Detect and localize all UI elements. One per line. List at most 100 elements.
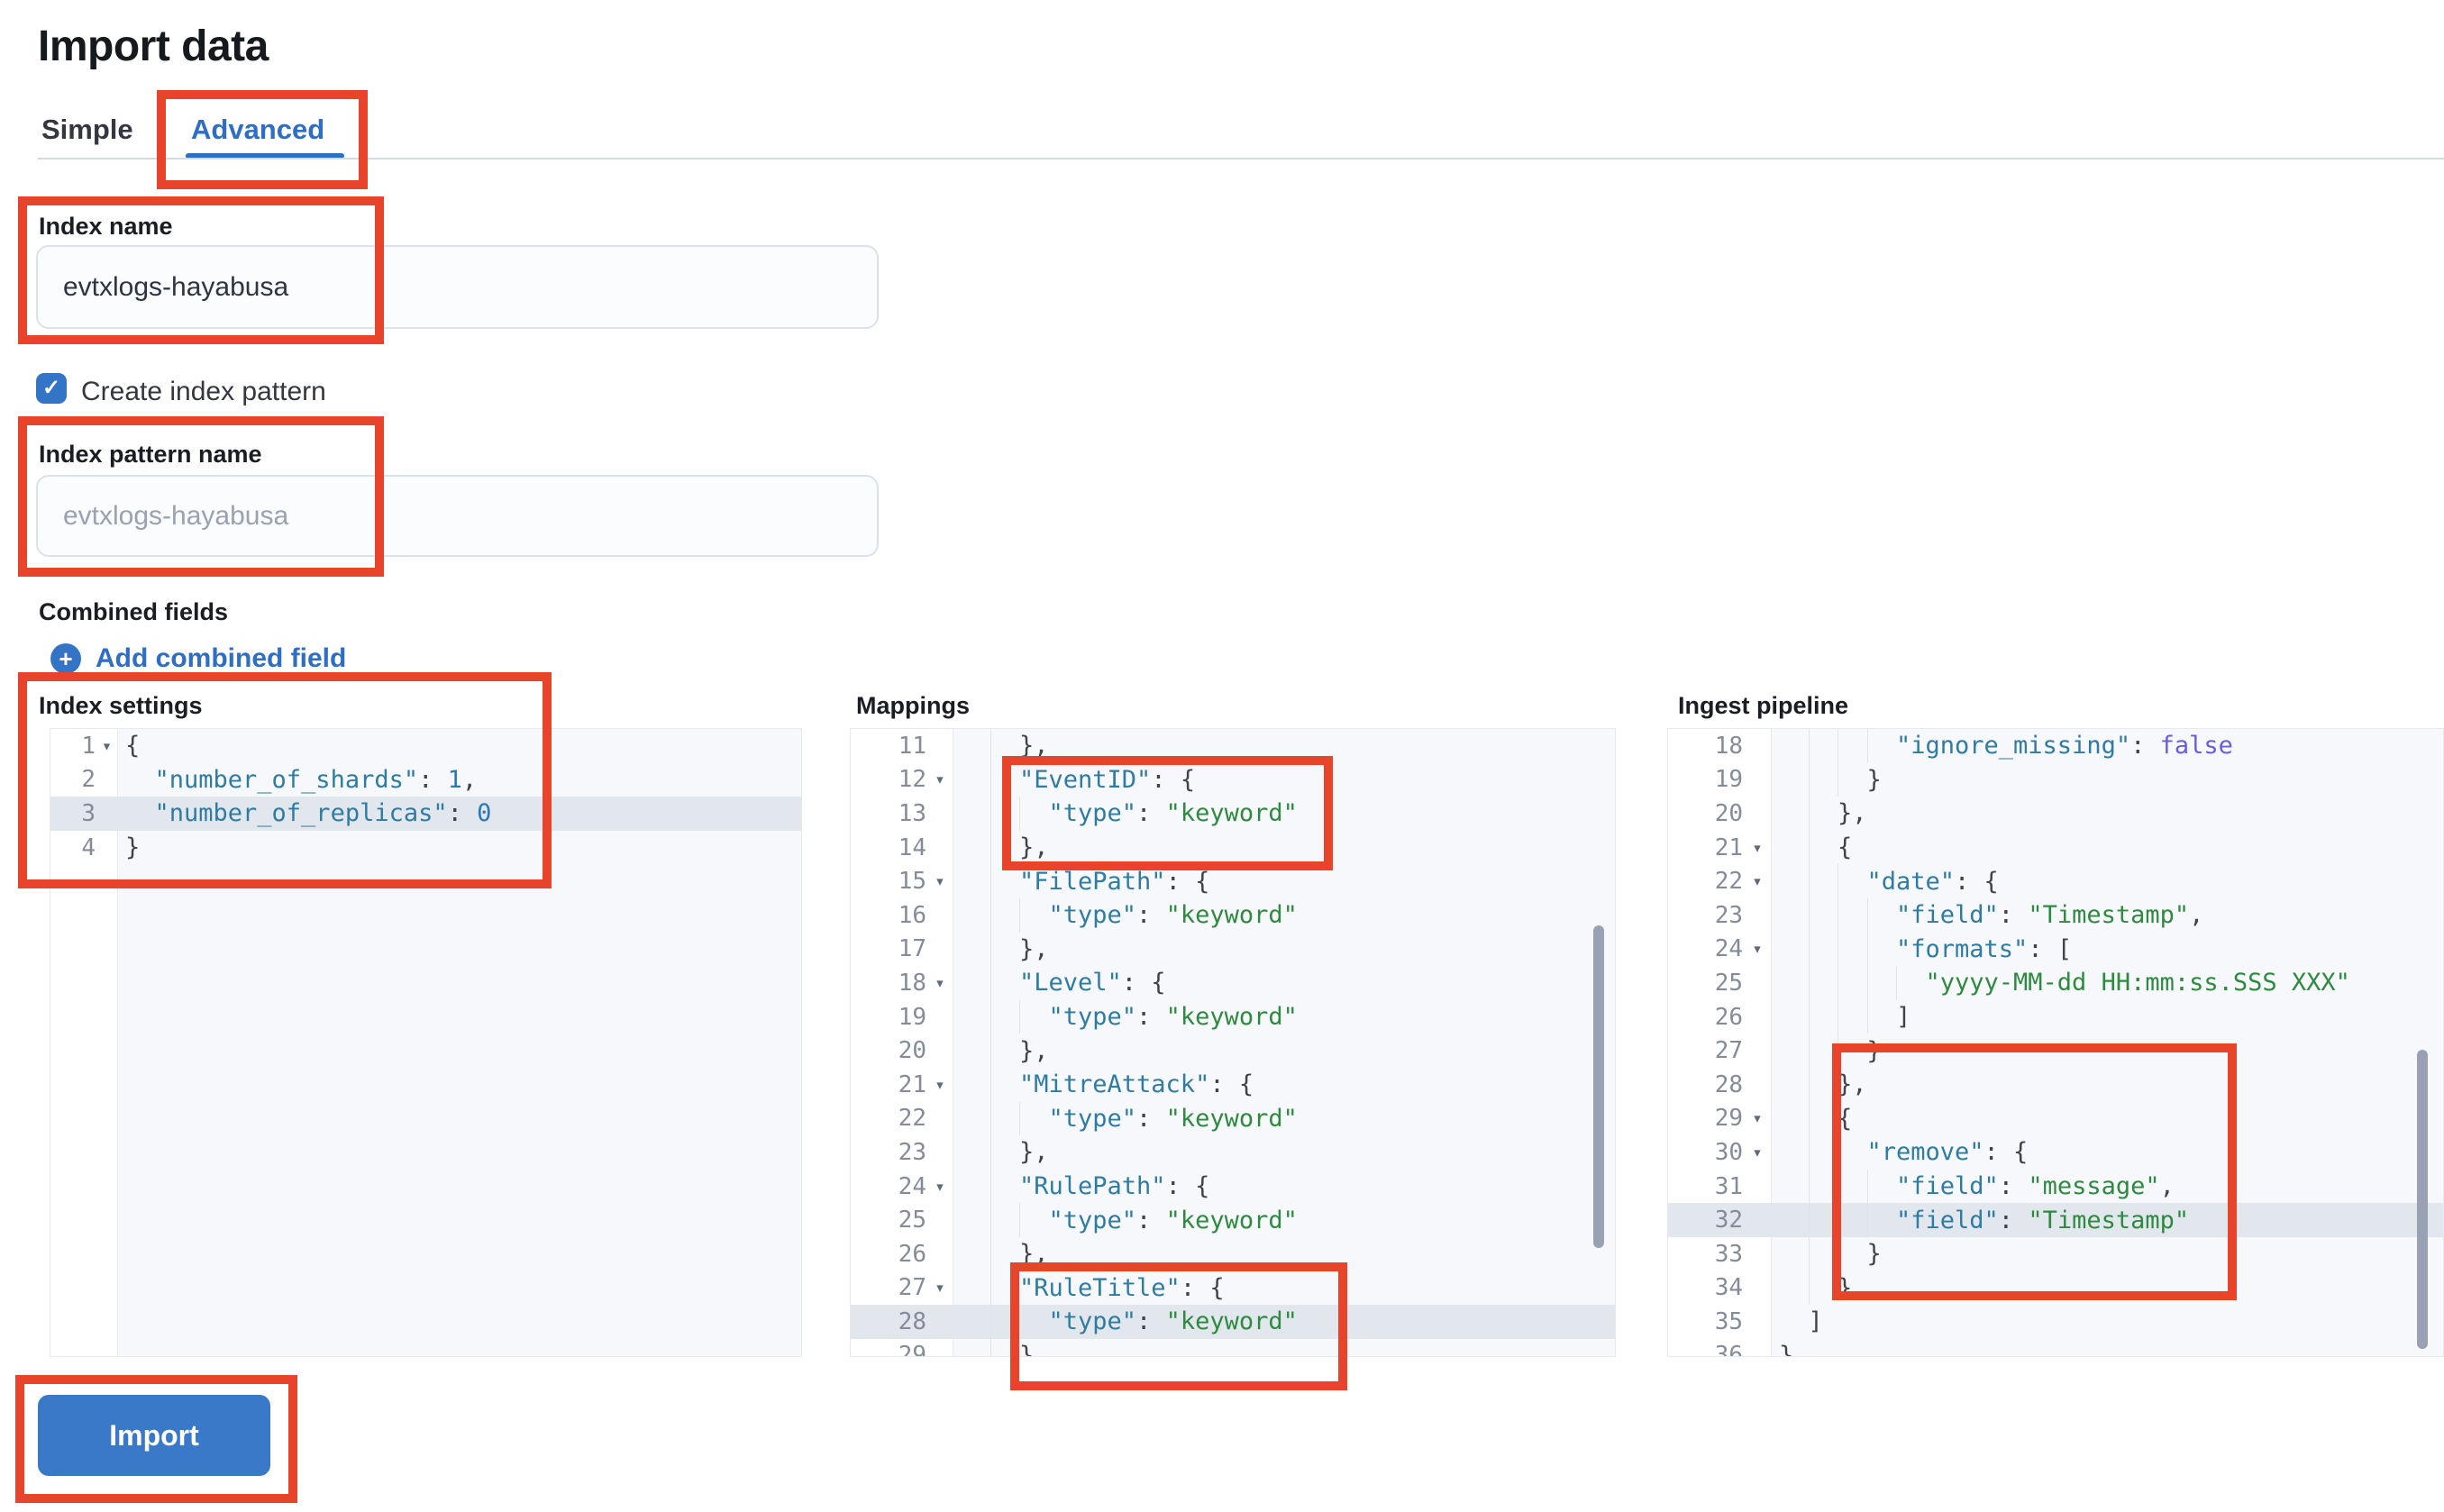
fold-caret-icon[interactable]: ▾ — [1752, 837, 1763, 858]
active-tab-underline — [186, 153, 344, 159]
code-line: 28}, — [1668, 1067, 2443, 1102]
fold-caret-icon[interactable]: ▾ — [935, 1176, 945, 1197]
line-number: 4 — [81, 833, 96, 861]
code-line: 34} — [1668, 1271, 2443, 1306]
code-line: 26}, — [851, 1236, 1615, 1271]
mappings-editor[interactable]: 11},12▾"EventID": {13"type": "keyword"14… — [850, 728, 1616, 1357]
code-line: 24▾"formats": [ — [1668, 932, 2443, 967]
line-number: 17 — [898, 935, 926, 963]
index-settings-label: Index settings — [39, 692, 203, 719]
line-number: 28 — [1714, 1070, 1743, 1098]
line-number: 31 — [1714, 1172, 1743, 1200]
line-number: 14 — [898, 833, 926, 861]
line-number: 18 — [1714, 732, 1743, 760]
line-number: 29 — [1714, 1105, 1743, 1133]
line-number: 22 — [898, 1105, 926, 1133]
fold-caret-icon[interactable]: ▾ — [101, 735, 113, 756]
line-number: 21 — [1714, 833, 1743, 861]
fold-caret-icon[interactable]: ▾ — [935, 1278, 945, 1298]
code-line: 1▾{ — [81, 732, 141, 761]
line-number: 24 — [1714, 935, 1743, 963]
fold-caret-icon[interactable]: ▾ — [1752, 1142, 1763, 1162]
code-line: 22"type": "keyword" — [851, 1101, 1615, 1136]
index-pattern-name-input[interactable] — [36, 475, 879, 557]
import-button[interactable]: Import — [38, 1395, 270, 1476]
code-line: 30▾"remove": { — [1668, 1135, 2443, 1170]
line-number: 24 — [898, 1172, 926, 1200]
line-number: 15 — [898, 868, 926, 896]
line-number: 27 — [1714, 1037, 1743, 1065]
code-line: 29▾{ — [1668, 1101, 2443, 1136]
index-name-input[interactable] — [36, 245, 879, 329]
line-number: 33 — [1714, 1240, 1743, 1268]
tab-simple[interactable]: Simple — [41, 114, 133, 145]
line-number-gutter — [851, 729, 953, 1356]
line-number: 19 — [1714, 766, 1743, 794]
index-settings-editor[interactable]: 1▾{2"number_of_shards": 1,3"number_of_re… — [50, 728, 802, 1357]
line-number: 32 — [1714, 1207, 1743, 1234]
fold-caret-icon[interactable]: ▾ — [1752, 939, 1763, 960]
code-line: 11}, — [851, 729, 1615, 763]
line-number: 30 — [1714, 1138, 1743, 1166]
code-line: 20}, — [851, 1034, 1615, 1068]
code-line: 23}, — [851, 1135, 1615, 1170]
add-combined-field-link[interactable]: + Add combined field — [50, 643, 346, 674]
line-number: 21 — [898, 1070, 926, 1098]
code-line: 31"field": "message", — [1668, 1169, 2443, 1204]
code-line: 29}, — [851, 1338, 1615, 1357]
line-number: 20 — [898, 1037, 926, 1065]
mappings-scrollbar[interactable] — [1593, 925, 1604, 1248]
code-line: 12▾"EventID": { — [851, 762, 1615, 797]
line-number: 11 — [898, 732, 926, 760]
line-number: 25 — [1714, 969, 1743, 997]
code-line: 27} — [1668, 1034, 2443, 1068]
code-line: 17}, — [851, 932, 1615, 967]
create-index-pattern-label: Create index pattern — [81, 377, 326, 406]
code-line: 21▾"MitreAttack": { — [851, 1067, 1615, 1102]
code-line: 23"field": "Timestamp", — [1668, 897, 2443, 933]
fold-caret-icon[interactable]: ▾ — [1752, 871, 1763, 892]
line-number: 13 — [898, 799, 926, 827]
code-line: 32"field": "Timestamp" — [1668, 1203, 2443, 1237]
line-number: 35 — [1714, 1307, 1743, 1335]
ingest-pipeline-scrollbar[interactable] — [2417, 1050, 2428, 1349]
code-line: 25"yyyy-MM-dd HH:mm:ss.SSS XXX" — [1668, 966, 2443, 1000]
code-line: 18▾"Level": { — [851, 966, 1615, 1000]
tab-advanced[interactable]: Advanced — [191, 114, 325, 145]
code-line: 4} — [81, 833, 141, 862]
fold-caret-icon[interactable]: ▾ — [935, 770, 945, 790]
line-number-gutter — [1668, 729, 1772, 1356]
fold-caret-icon[interactable]: ▾ — [935, 871, 945, 892]
code-line: 26] — [1668, 999, 2443, 1034]
create-index-pattern-checkbox[interactable]: ✓ — [36, 373, 67, 404]
code-line: 36} — [1668, 1339, 2443, 1356]
code-line: 21▾{ — [1668, 830, 2443, 865]
code-line: 19} — [1668, 762, 2443, 797]
code-line: 22▾"date": { — [1668, 864, 2443, 898]
code-line: 24▾"RulePath": { — [851, 1169, 1615, 1204]
line-number: 34 — [1714, 1274, 1743, 1302]
line-number: 28 — [898, 1307, 926, 1335]
line-number: 1 — [81, 732, 96, 760]
line-number: 3 — [81, 799, 96, 827]
code-line: 35] — [1714, 1307, 1823, 1336]
line-number: 29 — [898, 1342, 926, 1357]
fold-caret-icon[interactable]: ▾ — [935, 972, 945, 993]
mappings-label: Mappings — [856, 692, 970, 719]
line-number: 22 — [1714, 868, 1743, 896]
code-line: 13"type": "keyword" — [851, 797, 1615, 831]
check-icon: ✓ — [41, 376, 61, 400]
fold-caret-icon[interactable]: ▾ — [1752, 1108, 1763, 1129]
line-number: 20 — [1714, 799, 1743, 827]
line-number: 26 — [898, 1240, 926, 1268]
code-line: 25"type": "keyword" — [851, 1203, 1615, 1237]
line-number: 19 — [898, 1003, 926, 1031]
code-line: 3"number_of_replicas": 0 — [50, 797, 801, 831]
line-number: 26 — [1714, 1003, 1743, 1031]
fold-caret-icon[interactable]: ▾ — [935, 1074, 945, 1095]
index-pattern-name-label: Index pattern name — [39, 441, 262, 468]
line-number: 16 — [898, 901, 926, 929]
line-number: 27 — [898, 1274, 926, 1302]
